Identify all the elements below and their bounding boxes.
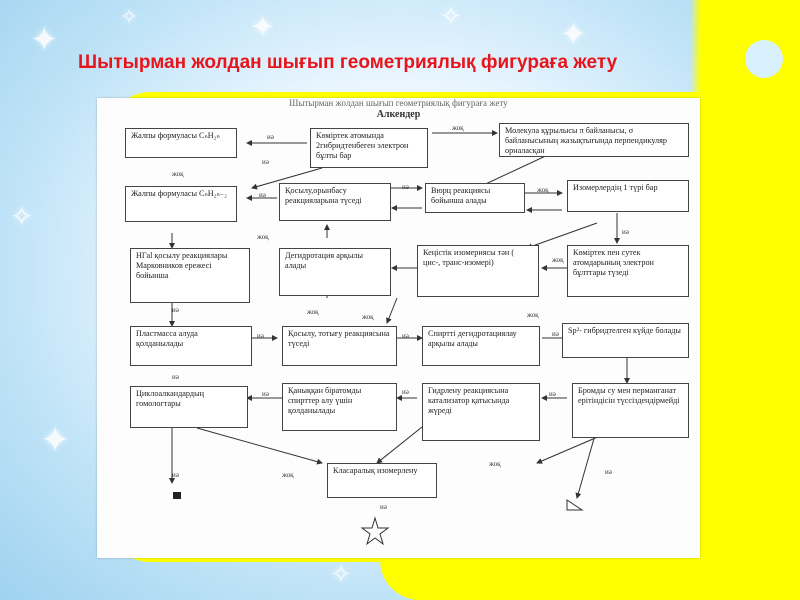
label-yes: иә bbox=[402, 388, 409, 396]
box-general-formula-alkene: Жалпы формуласы CₙH₂ₙ bbox=[125, 128, 237, 158]
box-hydrogenation: Гидрлену реакциясына катализатор қатысын… bbox=[422, 383, 540, 441]
label-no: жоқ bbox=[552, 256, 564, 264]
box-one-isomer-type: Изомерлердің 1 түрі бар bbox=[567, 180, 689, 212]
box-spatial-isomerism: Кеңістік изомериясы тән ( цис-, транс-из… bbox=[417, 245, 539, 297]
sparkle-star: ✦ bbox=[250, 10, 275, 45]
box-plastic-production: Пластмасса алуда қолданылады bbox=[130, 326, 252, 366]
sparkle-star: ✧ bbox=[330, 560, 352, 590]
box-addition-substitution: Қосылу,орынбасу реакцияларына түседі bbox=[279, 183, 391, 221]
box-general-formula-alkyne: Жалпы формуласы CₙH₂ₙ₋₂ bbox=[125, 186, 237, 222]
box-alcohol-dehydration: Спиртті дегидротациялау арқылы алады bbox=[422, 326, 540, 366]
label-no: жоқ bbox=[527, 311, 539, 319]
label-no: жоқ bbox=[257, 233, 269, 241]
sparkle-star: ✧ bbox=[10, 200, 33, 233]
label-no: жоқ bbox=[282, 471, 294, 479]
label-yes: иә bbox=[259, 191, 266, 199]
star-icon bbox=[362, 518, 388, 544]
box-dehydration: Дегидротация арқылы алады bbox=[279, 248, 391, 296]
label-no: жоқ bbox=[307, 308, 319, 316]
box-cycloalkane-homologs: Циклоалкандардың гомологтары bbox=[130, 386, 248, 428]
label-yes: иә bbox=[380, 503, 387, 511]
yellow-corner-shape bbox=[690, 0, 800, 600]
sparkle-star: ✧ bbox=[120, 5, 138, 30]
filled-square-icon bbox=[173, 492, 181, 499]
box-markovnikov: HГаl қосылу реакциялары Марковников ереж… bbox=[130, 248, 250, 303]
label-no: жоқ bbox=[452, 124, 464, 132]
scanned-diagram: Шытырман жолдан шығып геометриялық фигур… bbox=[97, 98, 700, 558]
label-yes: иә bbox=[549, 390, 556, 398]
sparkle-star: ✦ bbox=[40, 420, 70, 461]
box-wurtz-reaction: Вюрц реакциясы бойынша алады bbox=[425, 183, 525, 213]
label-no: жоқ bbox=[489, 460, 501, 468]
yellow-hole bbox=[745, 40, 783, 78]
triangle-icon bbox=[567, 500, 582, 510]
label-yes: иә bbox=[172, 306, 179, 314]
sparkle-star: ✦ bbox=[30, 20, 59, 60]
label-yes: иә bbox=[622, 228, 629, 236]
box-interclass-isomerism: Класаралық изомерлену bbox=[327, 463, 437, 498]
label-yes: иә bbox=[172, 471, 179, 479]
box-molecule-structure: Молекула құрылысы π байланысы, σ байланы… bbox=[499, 123, 689, 157]
label-yes: иә bbox=[172, 373, 179, 381]
box-unhybridized-electron: Көміртек атомында 2гибридтенбеген электр… bbox=[310, 128, 428, 168]
label-no: жоқ bbox=[172, 170, 184, 178]
slide-title: Шытырман жолдан шығып геометриялық фигур… bbox=[78, 52, 718, 74]
box-sp2-hybridized: Sp²- гибридтелген күйде болады bbox=[562, 323, 689, 358]
label-no: жоқ bbox=[362, 313, 374, 321]
label-no: жоқ bbox=[537, 186, 549, 194]
box-electron-clouds: Көміртек пен сутек атомдарының электрон … bbox=[567, 245, 689, 297]
label-yes: иә bbox=[267, 133, 274, 141]
sparkle-star: ✧ bbox=[440, 2, 462, 32]
label-yes: иә bbox=[262, 390, 269, 398]
label-yes: иә bbox=[402, 332, 409, 340]
sparkle-star: ✦ bbox=[560, 15, 587, 53]
label-yes: иә bbox=[552, 330, 559, 338]
label-yes: иә bbox=[402, 183, 409, 191]
box-addition-oxidation: Қосылу, тотығу реакциясына түседі bbox=[282, 326, 397, 366]
label-yes: иә bbox=[262, 158, 269, 166]
box-saturated-alcohols: Қаныққан біратомды спирттер алу үшін қол… bbox=[282, 383, 397, 431]
label-yes: иә bbox=[257, 332, 264, 340]
box-bromine-water: Бромды су мен перманганат ерітіндісін тү… bbox=[572, 383, 689, 438]
label-yes: иә bbox=[605, 468, 612, 476]
